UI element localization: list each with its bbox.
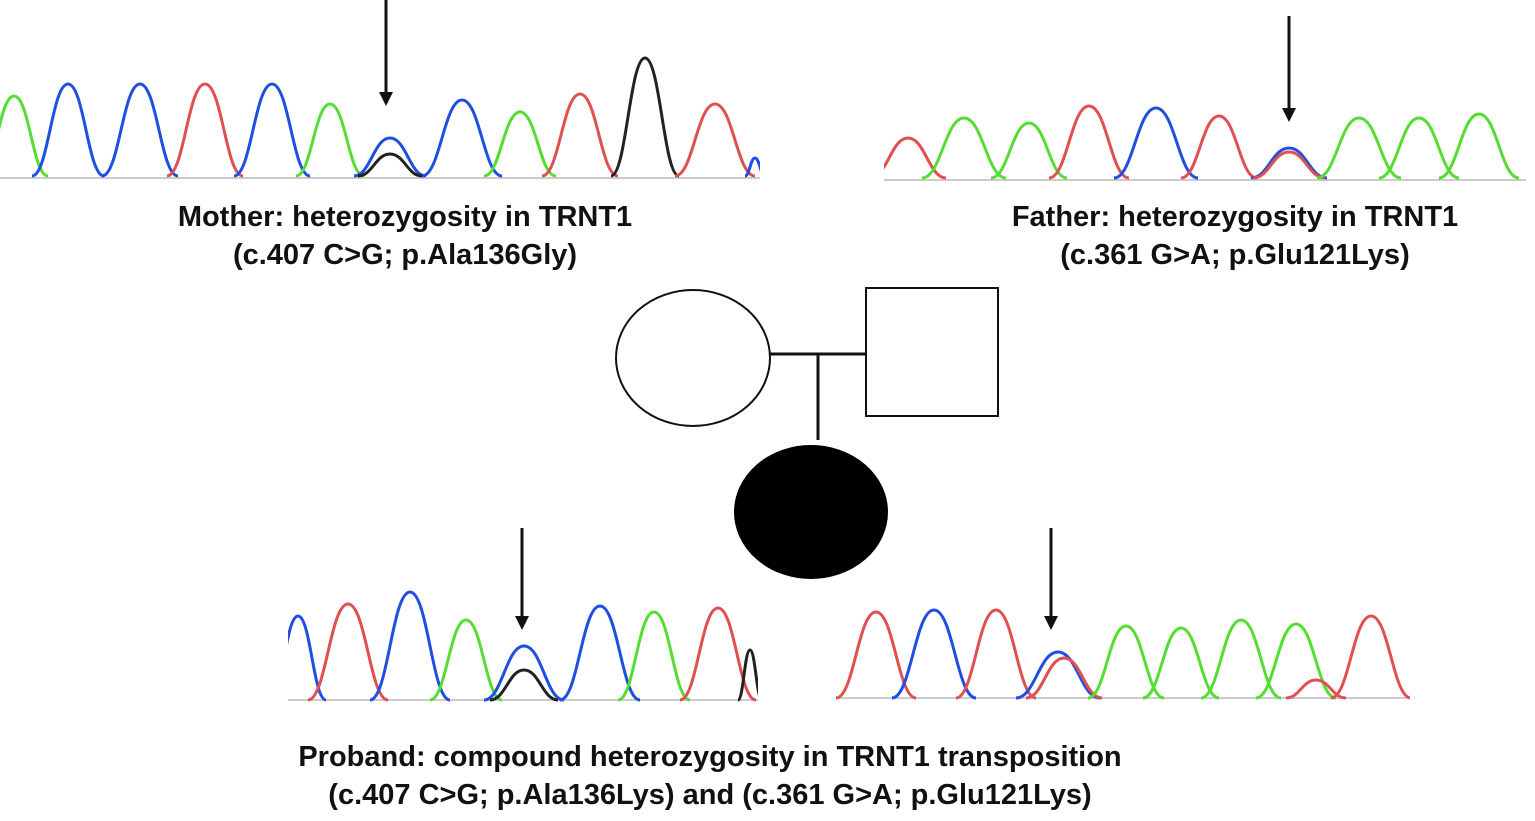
trace-peak bbox=[166, 82, 244, 178]
mother-chromatogram bbox=[0, 0, 760, 185]
trace-peak bbox=[541, 92, 619, 178]
proband-caption: Proband: compound heterozygosity in TRNT… bbox=[200, 738, 1220, 814]
trace-peak bbox=[1087, 624, 1165, 700]
mother-chromatogram-svg bbox=[0, 0, 760, 179]
proband-right-svg bbox=[836, 528, 1410, 700]
proband-right-traces bbox=[836, 608, 1410, 700]
father-caption-line2: (c.361 G>A; p.Glu121Lys) bbox=[1060, 239, 1410, 271]
trace-peak bbox=[1113, 106, 1199, 180]
trace-peak bbox=[353, 136, 427, 178]
trace-peak bbox=[1438, 112, 1520, 180]
pedigree-mother-circle bbox=[615, 289, 771, 427]
trace-peak bbox=[307, 602, 389, 702]
trace-peak bbox=[884, 136, 947, 180]
pedigree bbox=[600, 280, 1020, 595]
proband-left-variant-arrow bbox=[515, 528, 529, 630]
pedigree-proband-circle bbox=[734, 445, 888, 579]
father-chromatogram bbox=[884, 0, 1526, 185]
trace-peak bbox=[674, 102, 756, 178]
trace-peak bbox=[1015, 650, 1101, 700]
trace-peak bbox=[429, 618, 503, 702]
mother-caption-line2: (c.407 C>G; p.Ala136Gly) bbox=[232, 239, 578, 271]
trace-peak bbox=[921, 116, 1007, 180]
trace-peak bbox=[489, 668, 559, 702]
father-chromatogram-svg bbox=[884, 16, 1526, 181]
trace-peak bbox=[1250, 146, 1328, 180]
proband-left-svg bbox=[288, 528, 758, 702]
pedigree-father-square bbox=[865, 287, 999, 417]
trace-peak bbox=[1252, 150, 1326, 180]
father-variant-arrow bbox=[1282, 16, 1296, 122]
trace-peak bbox=[617, 610, 691, 702]
trace-peak bbox=[679, 606, 757, 702]
trace-peak bbox=[1180, 114, 1258, 180]
trace-peak bbox=[1048, 104, 1130, 180]
pedigree-svg bbox=[615, 287, 999, 579]
trace-peak bbox=[891, 608, 977, 700]
trace-peak bbox=[0, 94, 49, 178]
trace-peak bbox=[1200, 618, 1282, 700]
trace-peak bbox=[836, 610, 917, 700]
mother-caption: Mother: heterozygosity in TRNT1 (c.407 C… bbox=[60, 198, 750, 274]
father-caption: Father: heterozygosity in TRNT1 (c.361 G… bbox=[935, 198, 1535, 274]
mother-variant-arrow bbox=[379, 0, 393, 106]
mother-caption-line1: Mother: heterozygosity in TRNT1 bbox=[177, 201, 633, 233]
proband-chromatogram-right bbox=[836, 520, 1410, 710]
trace-peak bbox=[736, 648, 758, 702]
trace-peak bbox=[31, 82, 105, 178]
trace-peak bbox=[1316, 116, 1402, 180]
trace-peak bbox=[1142, 626, 1220, 700]
trace-peak bbox=[744, 156, 760, 178]
proband-left-traces bbox=[288, 590, 758, 702]
proband-right-variant-arrow bbox=[1044, 528, 1058, 630]
trace-peak bbox=[1330, 614, 1410, 700]
trace-peak bbox=[483, 644, 565, 702]
trace-peak bbox=[1255, 622, 1337, 700]
proband-caption-line2: (c.407 C>G; p.Ala136Lys) and (c.361 G>A;… bbox=[328, 779, 1092, 811]
trace-peak bbox=[357, 152, 423, 178]
trace-peak bbox=[483, 110, 557, 178]
proband-caption-line1: Proband: compound heterozygosity in TRNT… bbox=[298, 741, 1122, 773]
trace-peak bbox=[233, 82, 311, 178]
father-traces bbox=[884, 104, 1520, 180]
trace-peak bbox=[955, 608, 1037, 700]
mother-traces bbox=[0, 56, 760, 178]
trace-peak bbox=[1025, 656, 1103, 700]
trace-peak bbox=[101, 82, 179, 178]
trace-peak bbox=[610, 56, 680, 178]
trace-peak bbox=[369, 590, 451, 702]
trace-peak bbox=[288, 614, 327, 702]
trace-peak bbox=[990, 121, 1068, 180]
trace-peak bbox=[295, 102, 365, 178]
trace-peak bbox=[421, 98, 503, 178]
trace-peak bbox=[1378, 116, 1460, 180]
father-caption-line1: Father: heterozygosity in TRNT1 bbox=[1011, 201, 1459, 233]
trace-peak bbox=[1285, 678, 1347, 700]
trace-peak bbox=[559, 604, 641, 702]
proband-chromatogram-left bbox=[288, 520, 758, 710]
